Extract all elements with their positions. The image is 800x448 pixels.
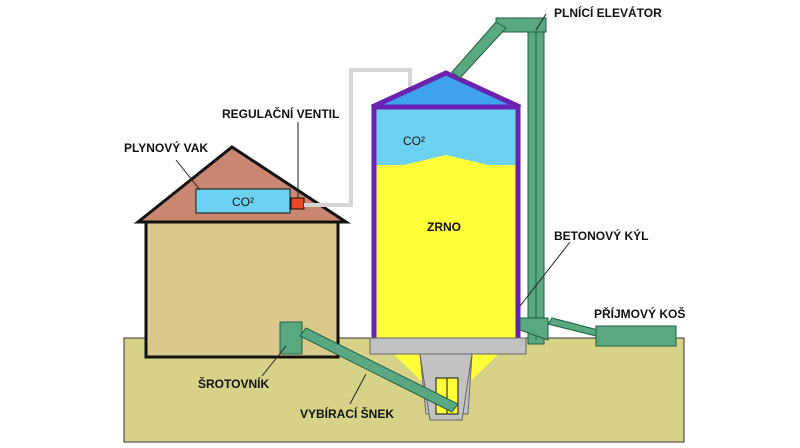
silo-grain-top: [374, 155, 518, 172]
gas-bag: [195, 188, 291, 214]
gas-bag-co2-text: CO²: [232, 195, 254, 209]
silo-co2-text: CO²: [403, 134, 425, 148]
label-concrete-keel: BETONOVÝ KÝL: [554, 228, 648, 243]
leader-filling-elevator: [535, 13, 547, 31]
intake-conveyor: [547, 317, 599, 337]
label-gas-bag: PLYNOVÝ VAK: [124, 140, 208, 155]
elevator-chute: [451, 21, 507, 79]
regulating-valve: [290, 197, 305, 210]
intake-hopper: [595, 325, 677, 347]
label-discharge-auger: VYBÍRACÍ ŠNEK: [300, 406, 394, 421]
leader-gas-bag: [175, 159, 201, 191]
label-intake-hopper: PŘÍJMOVÝ KOŠ: [594, 306, 685, 321]
silo-roof: [370, 70, 522, 110]
discharge-auger: [299, 327, 459, 413]
label-regulating-valve: REGULAČNÍ VENTIL: [222, 106, 339, 121]
label-filling-elevator: PLNÍCÍ ELEVÁTOR: [554, 5, 662, 20]
silo-grain-text: ZRNO: [427, 220, 461, 234]
leader-concrete-keel: [519, 241, 571, 307]
gas-pipe: [304, 68, 412, 207]
leader-grinder: [261, 345, 287, 377]
label-grinder: ŠROTOVNÍK: [198, 376, 269, 391]
leader-discharge-auger: [349, 373, 367, 405]
elevator-foot: [519, 317, 549, 341]
